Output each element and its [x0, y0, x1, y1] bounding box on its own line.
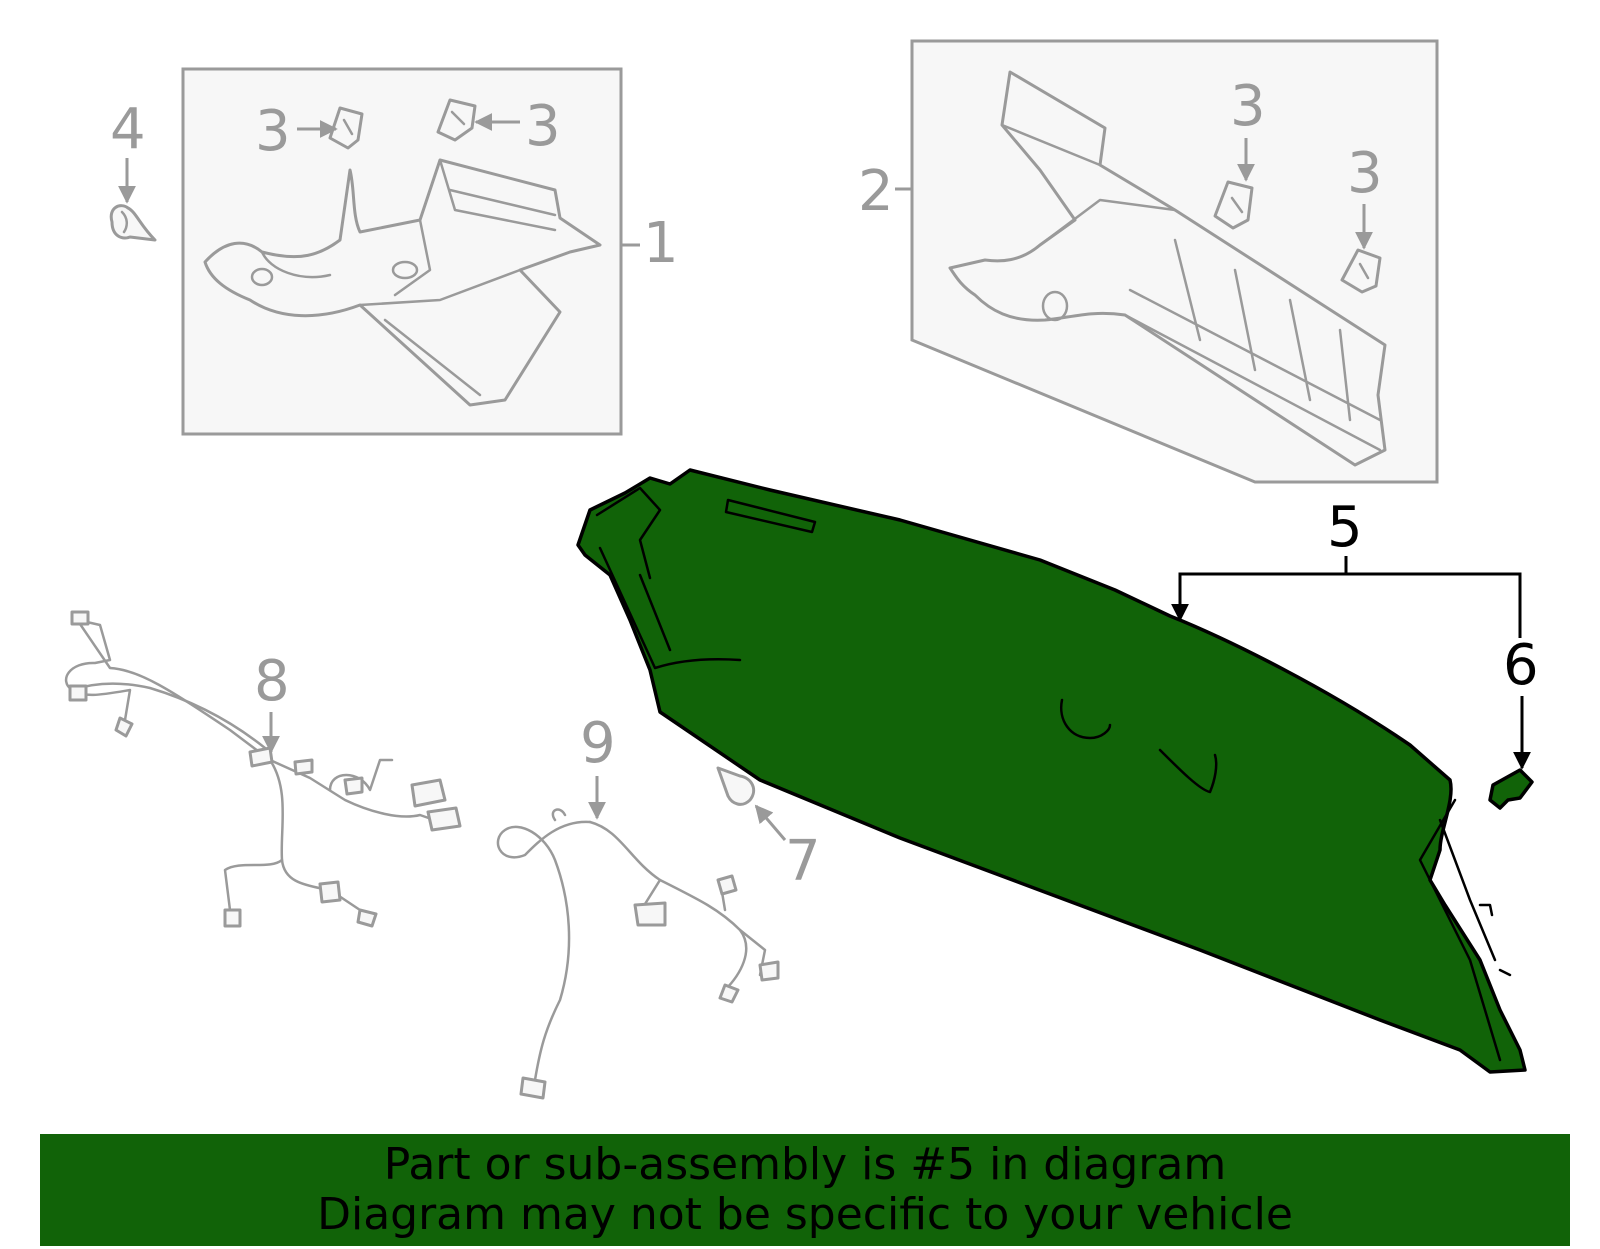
callout-3b: 3 — [525, 94, 561, 159]
clip-3-box2-right — [1340, 248, 1382, 294]
leader-5-bracket — [1178, 572, 1522, 638]
banner-line-2: Diagram may not be specific to your vehi… — [317, 1189, 1293, 1240]
banner-line-1: Part or sub-assembly is #5 in diagram — [383, 1139, 1227, 1190]
callout-3c: 3 — [1230, 74, 1266, 139]
info-banner: Part or sub-assembly is #5 in diagram Di… — [40, 1134, 1570, 1246]
clip-3-box2-top — [1213, 180, 1254, 230]
clip-7 — [716, 766, 756, 806]
wiring-harness-8 — [64, 610, 462, 928]
clip-6 — [1488, 768, 1534, 810]
leader-7 — [754, 804, 787, 841]
callout-7: 7 — [785, 829, 821, 894]
callout-9: 9 — [580, 711, 616, 776]
clip-4 — [109, 204, 157, 242]
wiring-harness-9 — [496, 808, 780, 1100]
part-1-box — [181, 67, 623, 436]
highlighted-panel-5 — [576, 468, 1527, 1074]
callout-4: 4 — [110, 97, 146, 162]
callout-3d: 3 — [1347, 141, 1383, 206]
callout-3a: 3 — [255, 99, 291, 164]
part-2-box — [910, 39, 1439, 484]
callout-8: 8 — [254, 649, 290, 714]
clip-3-box1-right — [436, 98, 477, 142]
callout-2: 2 — [858, 159, 894, 224]
callout-1: 1 — [643, 211, 679, 276]
callout-5: 5 — [1327, 495, 1363, 560]
callout-6: 6 — [1503, 633, 1539, 698]
